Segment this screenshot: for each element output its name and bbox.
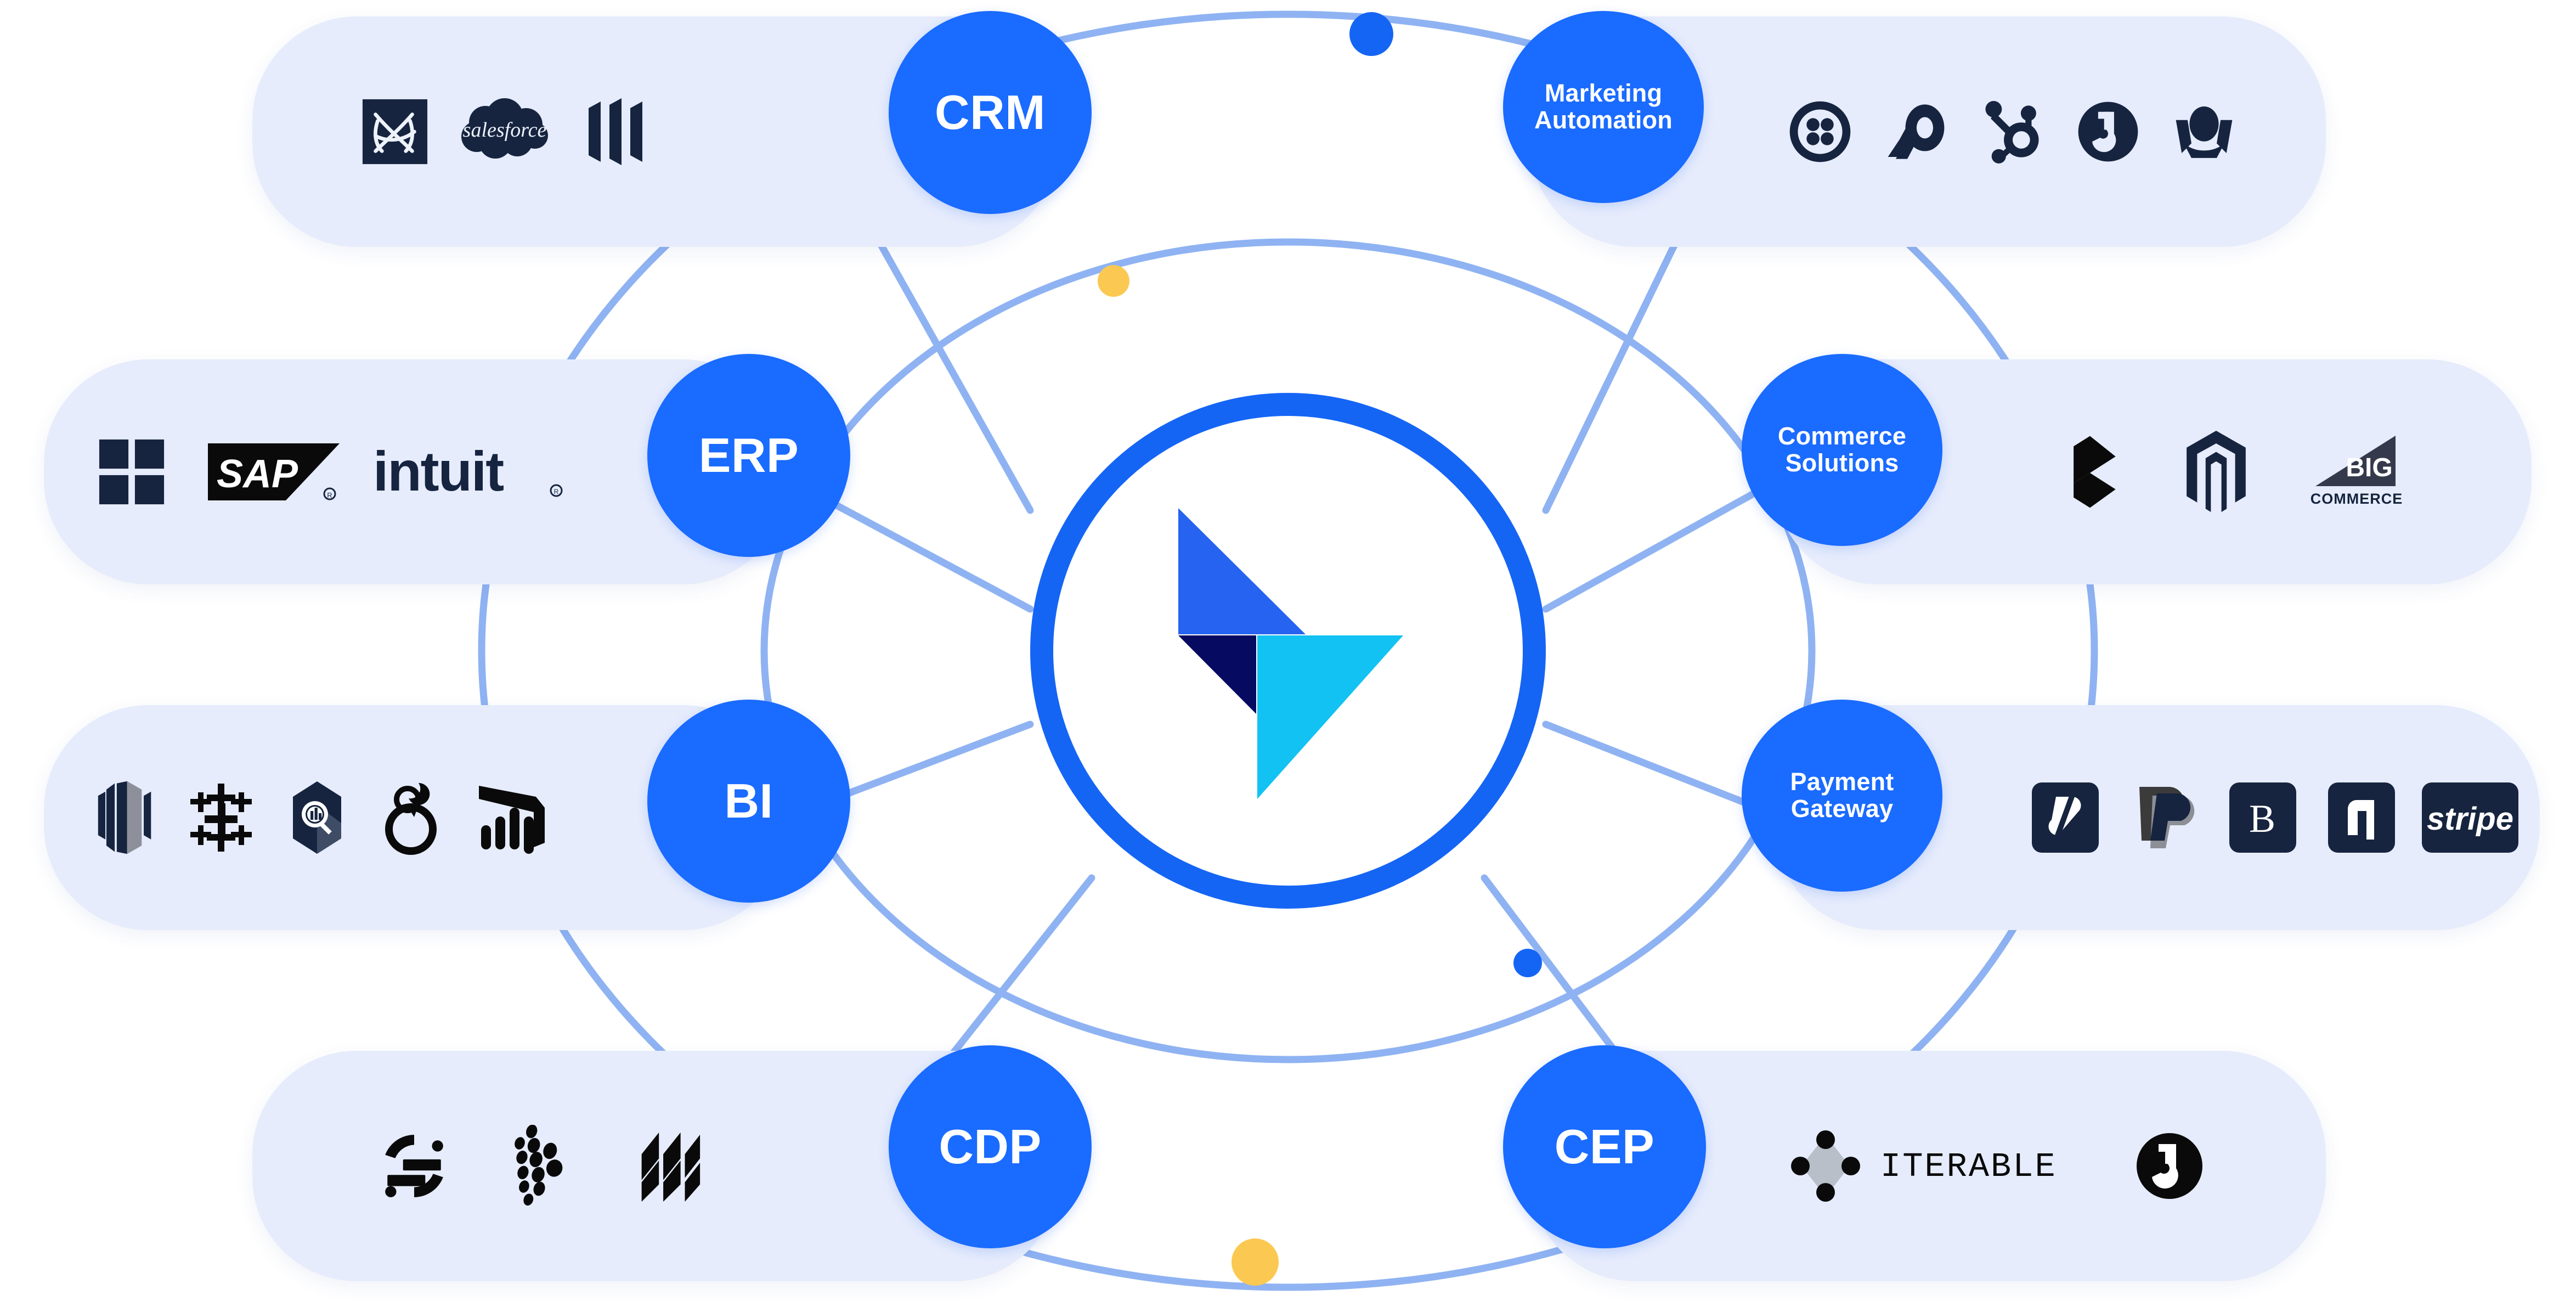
bubble-label-crm: CRM bbox=[935, 85, 1046, 140]
bubble-payment-gateway[interactable]: Payment Gateway bbox=[1742, 700, 1942, 892]
panel-marketing-automation[interactable]: Marketing Automation bbox=[1503, 11, 2326, 247]
arrow-prism-logo bbox=[1162, 492, 1414, 810]
braintree-logo: B bbox=[2213, 782, 2312, 853]
looker-logo bbox=[365, 779, 461, 857]
intuit-logo: intuit R bbox=[362, 438, 570, 506]
center-hub bbox=[1030, 393, 1546, 909]
bubble-marketing-automation[interactable]: Marketing Automation bbox=[1503, 11, 1704, 203]
bubble-label-commerce-line2: Solutions bbox=[1785, 449, 1899, 477]
bubble-erp[interactable]: ERP bbox=[647, 354, 850, 557]
panel-payment-gateway[interactable]: B stripe Payment Gateway bbox=[1742, 700, 2540, 930]
magento-logo bbox=[2153, 431, 2279, 513]
orbit-dot-bottom-yellow bbox=[1231, 1238, 1279, 1286]
commercetools-logo bbox=[2027, 433, 2153, 510]
power-bi-logo bbox=[461, 779, 562, 856]
databricks-logo bbox=[77, 779, 173, 856]
bubble-bi[interactable]: BI bbox=[647, 700, 850, 903]
orbit-dot-top-blue bbox=[1349, 12, 1393, 56]
bubble-label-cdp: CDP bbox=[939, 1119, 1042, 1174]
klaviyo-logo bbox=[2156, 102, 2252, 162]
braze-logo bbox=[2060, 100, 2156, 164]
bubble-cdp[interactable]: CDP bbox=[889, 1045, 1092, 1248]
svg-text:SAP: SAP bbox=[217, 452, 298, 496]
microsoft-dynamics-365-logo bbox=[346, 97, 444, 166]
svg-text:R: R bbox=[554, 488, 559, 495]
bubble-label-cep: CEP bbox=[1554, 1119, 1655, 1174]
hubspot-logo bbox=[1964, 99, 2060, 165]
microsoft-logo bbox=[71, 437, 192, 506]
twilio-segment-logo bbox=[1772, 99, 1868, 164]
panel-commerce-solutions[interactable]: BIG COMMERCE Commerce Solutions bbox=[1742, 354, 2532, 584]
bubble-label-marketing-line2: Automation bbox=[1534, 106, 1673, 134]
panel-erp[interactable]: SAP R intuit R ERP bbox=[44, 354, 850, 584]
orbit-dot-upper-left-yellow bbox=[1098, 265, 1129, 297]
checkout-com-logo bbox=[2016, 782, 2115, 853]
bubble-label-marketing-line1: Marketing bbox=[1544, 79, 1663, 108]
segment-logo bbox=[351, 1130, 477, 1202]
svg-text:R: R bbox=[327, 491, 332, 499]
orbit-ring-inner bbox=[760, 238, 1816, 1063]
tealium-logo bbox=[477, 1125, 603, 1207]
bubble-crm[interactable]: CRM bbox=[889, 11, 1092, 214]
svg-text:intuit: intuit bbox=[373, 440, 504, 503]
spoke-commerce bbox=[1542, 474, 1787, 613]
panel-crm[interactable]: salesforce CRM bbox=[252, 11, 1092, 247]
svg-text:stripe: stripe bbox=[2427, 801, 2513, 837]
braze-logo bbox=[2106, 1131, 2233, 1201]
panel-bi[interactable]: BI bbox=[44, 700, 850, 930]
bubble-label-payment-line2: Gateway bbox=[1790, 795, 1894, 823]
sap-logo: SAP R bbox=[192, 439, 362, 505]
bubble-label-payment-line1: Payment bbox=[1790, 768, 1894, 796]
svg-text:COMMERCE: COMMERCE bbox=[2311, 491, 2402, 507]
panel-cdp[interactable]: CDP bbox=[252, 1045, 1092, 1281]
bubble-cep[interactable]: CEP bbox=[1503, 1045, 1706, 1248]
svg-text:BIG: BIG bbox=[2346, 453, 2392, 482]
stripe-logo: stripe bbox=[2411, 782, 2529, 853]
orbit-ring-outer bbox=[478, 10, 2098, 1291]
panel-cep[interactable]: ITERABLE CEP bbox=[1503, 1045, 2326, 1281]
paypal-logo bbox=[2115, 782, 2213, 853]
amperity-logo bbox=[603, 1128, 730, 1204]
orbit-dot-right-blue bbox=[1513, 949, 1542, 977]
svg-text:salesforce: salesforce bbox=[463, 119, 547, 142]
bubble-label-commerce-line1: Commerce bbox=[1777, 422, 1907, 450]
bubble-label-bi: BI bbox=[724, 774, 773, 829]
iterable-logo: ITERABLE bbox=[1777, 1128, 2106, 1204]
bigcommerce-logo: BIG COMMERCE bbox=[2279, 433, 2422, 510]
zoho-logo bbox=[565, 96, 669, 167]
svg-text:ITERABLE: ITERABLE bbox=[1880, 1147, 2057, 1186]
salesforce-logo: salesforce bbox=[444, 96, 565, 167]
bubble-commerce-solutions[interactable]: Commerce Solutions bbox=[1742, 354, 1942, 546]
bubble-label-erp: ERP bbox=[698, 428, 799, 483]
adyen-logo bbox=[2312, 782, 2411, 853]
svg-text:B: B bbox=[2249, 797, 2275, 841]
google-bigquery-logo bbox=[269, 779, 365, 856]
tableau-logo bbox=[173, 779, 269, 856]
marketo-logo bbox=[1868, 99, 1964, 164]
